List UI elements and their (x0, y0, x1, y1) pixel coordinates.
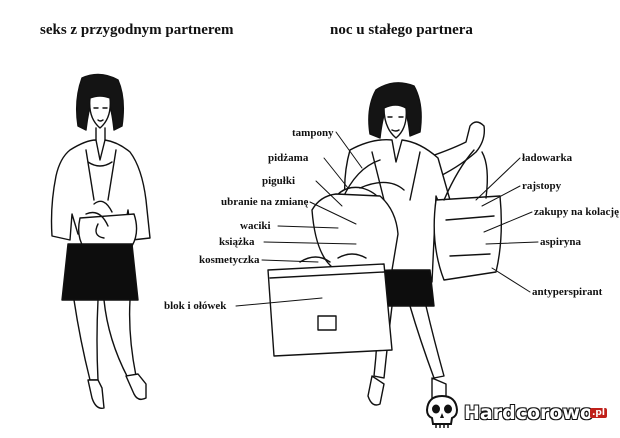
label-blok-i-olowek: blok i ołówek (164, 300, 227, 312)
woman-left-figure (50, 73, 151, 409)
woman-right-figure (267, 82, 503, 407)
watermark-text: Hardcorowo (463, 401, 594, 424)
caption-left: seks z przygodnym partnerem (40, 22, 234, 38)
label-ladowarka: ładowarka (522, 152, 573, 164)
caption-right: noc u stałego partnera (330, 22, 473, 38)
leader-lines (235, 131, 539, 307)
label-antyperspirant: antyperspirant (532, 286, 603, 298)
label-ksiazka: książka (219, 236, 255, 248)
label-pidzama: pidżama (268, 152, 309, 164)
skull-icon (425, 394, 459, 428)
label-aspiryna: aspiryna (540, 236, 581, 248)
label-tampony: tampony (292, 127, 334, 139)
watermark-tld: .pl (590, 408, 607, 418)
label-ubranie-na-zmiane: ubranie na zmianę (221, 196, 309, 208)
label-waciki: waciki (240, 220, 271, 232)
label-pigulki: pigułki (262, 175, 296, 187)
label-zakupy-na-kolacje: zakupy na kolację (534, 206, 619, 218)
watermark: Hardcorowo .pl (420, 394, 616, 430)
label-rajstopy: rajstopy (522, 180, 562, 192)
label-kosmetyczka: kosmetyczka (199, 254, 260, 266)
